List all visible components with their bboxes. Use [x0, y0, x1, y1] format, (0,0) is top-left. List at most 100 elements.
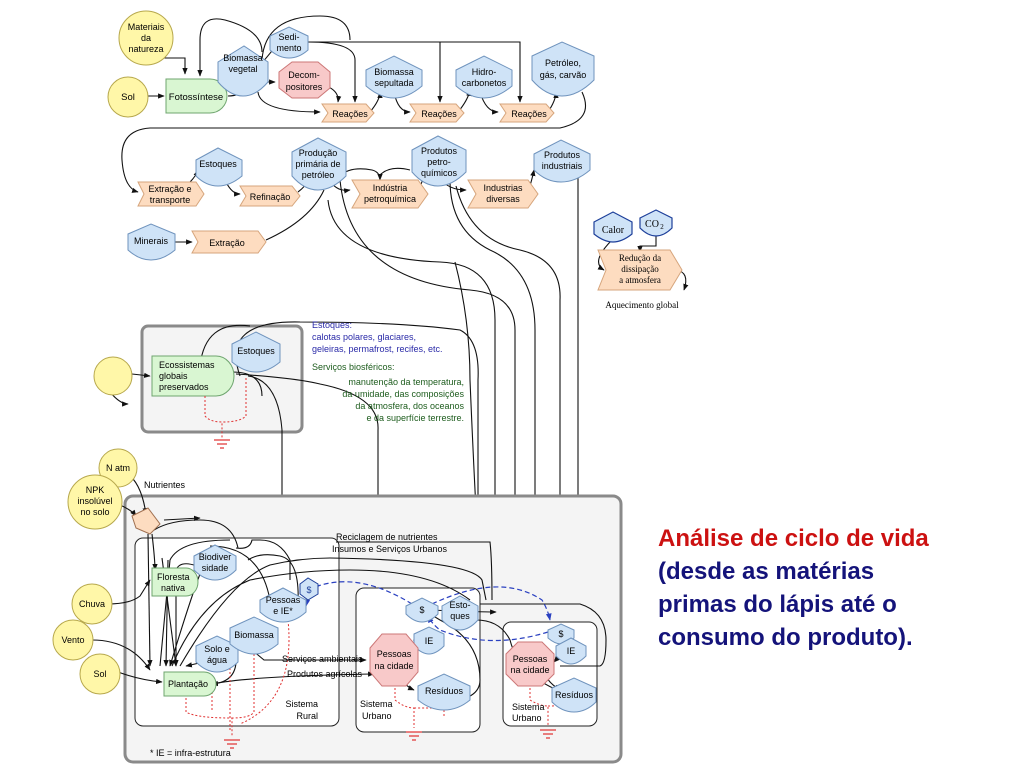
svg-text:ques: ques: [450, 611, 470, 621]
node-npk: NPK insolúvel no solo: [67, 474, 123, 530]
node-dollar-urban-1: $: [405, 597, 439, 623]
svg-text:dissipação: dissipação: [621, 264, 659, 274]
svg-text:primária de: primária de: [295, 159, 340, 169]
node-floresta-nativa: Floresta nativa: [151, 567, 199, 597]
svg-text:Reações: Reações: [511, 109, 547, 119]
svg-text:natureza: natureza: [128, 44, 163, 54]
node-reacoes-1: Reações: [321, 103, 375, 123]
svg-text:CO: CO: [645, 219, 659, 230]
svg-text:a atmosfera: a atmosfera: [619, 275, 661, 285]
node-reacoes-3: Reações: [499, 103, 555, 123]
heat-sink-eco: [204, 378, 247, 438]
node-ie-urban-2: IE: [555, 637, 587, 665]
svg-text:Extração: Extração: [209, 238, 245, 248]
svg-text:IE: IE: [425, 636, 434, 646]
node-materiais-da-natureza: Materiais da natureza: [118, 10, 174, 66]
svg-text:IE: IE: [567, 646, 576, 656]
ground-symbol-urban-1: [406, 731, 422, 741]
node-ecossistemas-globais: Ecossistemas globais preservados: [151, 355, 235, 397]
node-petroleo-gas-carvao: Petróleo, gás, carvão: [531, 41, 595, 97]
svg-text:globais: globais: [159, 371, 188, 381]
svg-text:industriais: industriais: [542, 161, 583, 171]
svg-text:na cidade: na cidade: [510, 665, 549, 675]
svg-text:nativa: nativa: [161, 583, 185, 593]
svg-text:da umidade, das composições: da umidade, das composições: [342, 389, 464, 399]
svg-text:Biomassa: Biomassa: [234, 630, 274, 640]
node-produtos-petroquimicos: Produtos petro- químicos: [411, 135, 467, 187]
svg-text:Pessoas: Pessoas: [513, 654, 548, 664]
label-sistema-rural-2: Rural: [296, 711, 318, 721]
node-sedimento: Sedi- mento: [269, 26, 309, 59]
svg-text:Petróleo,: Petróleo,: [545, 58, 581, 68]
svg-text:$: $: [306, 585, 311, 595]
label-sistema-urbano-1b: Urbano: [362, 711, 392, 721]
node-extracao: Extração: [191, 230, 267, 254]
svg-text:calotas polares, glaciares,: calotas polares, glaciares,: [312, 332, 416, 342]
node-extracao-e-transporte: Extração e transporte: [137, 181, 205, 207]
svg-text:$: $: [558, 629, 563, 639]
node-vento: Vento: [52, 619, 94, 661]
svg-text:Reações: Reações: [332, 109, 368, 119]
footnote: * IE = infra-estrutura: [150, 748, 231, 758]
node-plantacao: Plantação: [163, 671, 217, 697]
node-biomassa: Biomassa: [229, 616, 279, 655]
svg-text:Reações: Reações: [421, 109, 457, 119]
label-servicos-ambientais: Serviços ambientais: [282, 654, 363, 664]
svg-text:Ecossistemas: Ecossistemas: [159, 360, 215, 370]
node-residuos-urban-1: Resíduos: [417, 673, 471, 711]
svg-text:preservados: preservados: [159, 382, 209, 392]
node-estoques-eco: Estoques: [231, 331, 281, 373]
node-biomassa-vegetal: Biomassa vegetal: [217, 45, 269, 97]
svg-text:Estoques:: Estoques:: [312, 320, 352, 330]
svg-text:petróleo: petróleo: [302, 170, 335, 180]
node-produtos-industriais: Produtos industriais: [533, 139, 591, 183]
svg-text:insolúvel: insolúvel: [77, 496, 112, 506]
bottom-flows: [91, 469, 607, 703]
node-minerais: Minerais: [127, 223, 176, 261]
ground-symbol-urban-2: [540, 729, 556, 739]
svg-text:sidade: sidade: [202, 563, 229, 573]
caption-title: Análise de ciclo de vida: [658, 525, 929, 552]
node-reducao-da-dissipacao: Redução da dissipação a atmosfera: [597, 249, 683, 291]
caption-line-1: (desde as matérias: [658, 558, 875, 585]
node-estoques-urbano: Esto- ques: [441, 595, 479, 631]
svg-text:vegetal: vegetal: [228, 64, 257, 74]
svg-text:Vento: Vento: [61, 635, 84, 645]
label-sistema-urbano-2b: Urbano: [512, 713, 542, 723]
svg-text:2: 2: [660, 223, 664, 231]
svg-text:transporte: transporte: [150, 195, 191, 205]
svg-text:$: $: [419, 605, 424, 615]
node-sol-bottom: Sol: [79, 653, 121, 695]
svg-text:Redução da: Redução da: [619, 253, 661, 263]
node-estoques-top: Estoques: [195, 147, 243, 187]
node-co2: CO 2: [639, 209, 673, 237]
svg-text:Minerais: Minerais: [134, 236, 169, 246]
svg-text:Produtos: Produtos: [421, 146, 458, 156]
svg-text:NPK: NPK: [86, 485, 105, 495]
svg-text:positores: positores: [286, 82, 323, 92]
node-biodiversidade: Biodiver sidade: [193, 544, 237, 581]
svg-text:Decom-: Decom-: [288, 70, 320, 80]
node-biomassa-sepultada: Biomassa sepultada: [365, 55, 423, 99]
node-nutrient-storage: [131, 507, 161, 535]
svg-text:e IE*: e IE*: [273, 606, 293, 616]
svg-text:Serviços biosféricos:: Serviços biosféricos:: [312, 362, 395, 372]
svg-text:Esto-: Esto-: [449, 600, 470, 610]
ground-symbol-eco: [214, 439, 230, 449]
svg-text:Sol: Sol: [93, 669, 106, 679]
node-hidrocarbonetos: Hidro- carbonetos: [455, 55, 513, 99]
svg-text:Resíduos: Resíduos: [425, 686, 464, 696]
svg-text:Refinação: Refinação: [250, 192, 291, 202]
node-decompositores: Decom- positores: [278, 61, 331, 99]
svg-text:Biomassa: Biomassa: [374, 67, 414, 77]
svg-text:Hidro-: Hidro-: [472, 67, 497, 77]
node-source-global: [93, 356, 133, 396]
svg-text:Indústria: Indústria: [373, 183, 408, 193]
node-pessoas-na-cidade-1: Pessoas na cidade: [369, 633, 419, 687]
label-sistema-rural-1: Sistema: [285, 699, 318, 709]
node-industrias-diversas: Industrias diversas: [467, 179, 539, 209]
caption-line-3: consumo do produto).: [658, 624, 913, 651]
label-insumos: Insumos e Serviços Urbanos: [332, 544, 448, 554]
svg-text:petro-: petro-: [427, 157, 451, 167]
node-producao-primaria-de-petroleo: Produção primária de petróleo: [291, 137, 347, 191]
